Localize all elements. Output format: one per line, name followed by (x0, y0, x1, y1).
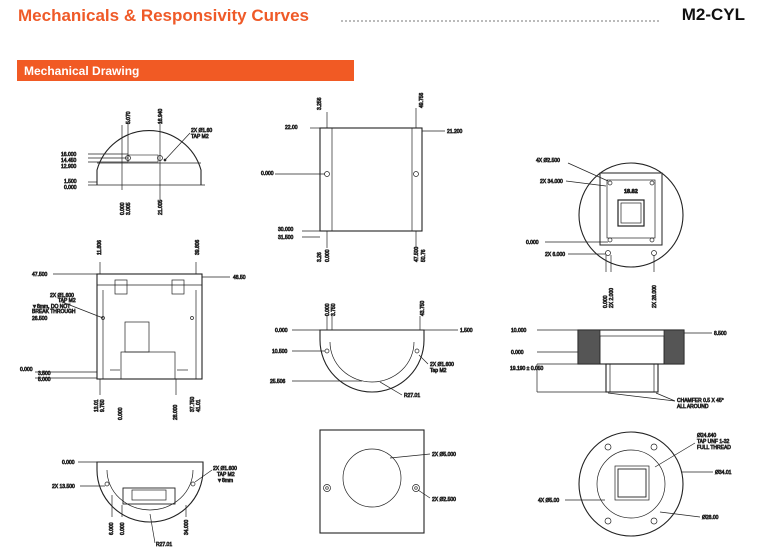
d4-dim-left: 0.000 (20, 367, 33, 373)
d4-note: ▼8mm, DO NOT (32, 304, 70, 310)
d9-label: Ø34.01 (715, 470, 732, 476)
d5-dim-left: 0.000 (275, 328, 288, 334)
d1-dim-left: 1.500 (64, 179, 77, 185)
d7-note: ▼8mm (217, 478, 233, 484)
d7-dim-bottom: 0.000 (120, 522, 126, 535)
d3-label: 0.000 (526, 240, 539, 246)
d7-dim-bottom: 6.000 (109, 522, 115, 535)
d4-note: TAP M2 (58, 298, 76, 304)
d3-label: 4X Ø2.500 (536, 158, 560, 164)
d2-dim-right: 21.200 (447, 129, 463, 135)
page-title: Mechanicals & Responsivity Curves (18, 6, 310, 25)
d3-label: 2X 6.000 (545, 252, 565, 258)
sensor-size-label: 18.82 (624, 189, 638, 195)
title-leader-dots (341, 10, 659, 22)
d4-dim-bottom: 13.01 (94, 399, 100, 412)
d3-dim-bottom: 0.000 (603, 295, 609, 308)
d2-dim-left: 31.500 (278, 235, 294, 241)
d3-dim-bottom: 2X 2.000 (609, 288, 615, 308)
d6-dim-left: 10.000 (511, 328, 527, 334)
d6-chamfer-note: CHAMFER 0.5 X 45° (677, 398, 724, 404)
drawing-mount-section (536, 329, 712, 402)
d9-label: Ø28.00 (702, 515, 719, 521)
d7-dim-left: 2X 13.500 (52, 484, 75, 490)
d1-dim-left: 14.450 (61, 158, 77, 164)
d2-dim-left: 22.00 (285, 125, 298, 131)
d4-dim-top: 39.806 (195, 239, 201, 255)
d4-dim-right: 48.50 (233, 275, 246, 281)
d1-dim-left: 12.900 (61, 164, 77, 170)
d6-dim-left: 19.190 ± 0.050 (510, 366, 544, 372)
d1-dim-left: 16.000 (61, 152, 77, 158)
d9-label: TAP UNF 1-32 (697, 439, 730, 445)
d4-dim-left: 26.500 (32, 316, 48, 322)
d4-dim-bottom: 41.01 (196, 399, 202, 412)
d7-dim-bottom: 34.000 (184, 519, 190, 535)
d7-radius: R27.01 (156, 542, 172, 548)
d4-dim-bottom: 37.750 (190, 396, 196, 412)
d4-dim-bottom: 9.750 (100, 399, 106, 412)
d5-radius: R27.01 (404, 393, 420, 399)
d2-dim-left: 0.000 (261, 171, 274, 177)
drawing-body-top-view (275, 108, 445, 248)
d4-dim-bottom: 0.000 (118, 407, 124, 420)
drawing-half-dome-section (292, 316, 458, 396)
d7-note: TAP M2 (217, 472, 235, 478)
drawing-half-dome-front (88, 120, 205, 200)
d9-label: Ø24.640 (697, 433, 716, 439)
d2-dim-bottom: 50.76 (421, 249, 427, 262)
d9-label: FULL THREAD (697, 445, 731, 451)
d5-dim-left: 10.500 (272, 349, 288, 355)
d1-dim-top: 5.070 (126, 111, 132, 124)
drawing-half-dome-bottom (78, 461, 213, 544)
d1-dim-bottom: 3.005 (126, 202, 132, 215)
d2-dim-top: 3.256 (317, 97, 323, 110)
d4-note: BREAK THROUGH (32, 309, 76, 315)
d6-chamfer-note: ALL AROUND (677, 404, 709, 410)
d3-label: 2X 34.000 (540, 179, 563, 185)
d4-dim-top: 11.806 (97, 240, 103, 255)
d7-dim-left: 0.000 (62, 460, 75, 466)
d2-dim-left: 30.000 (278, 227, 294, 233)
d1-note: TAP M2 (191, 134, 209, 140)
d5-dim-left: 25.506 (270, 379, 286, 385)
d2-dim-bottom: 47.500 (414, 246, 420, 262)
d4-note: 2X Ø1.600 (50, 293, 74, 299)
d5-dim-top: 43.750 (420, 300, 426, 316)
d8-label: 2X Ø5.000 (432, 452, 456, 458)
d5-note: 2X Ø1.600 (430, 362, 454, 368)
section-banner: Mechanical Drawing (17, 60, 354, 81)
d8-label: 2X Ø2.500 (432, 497, 456, 503)
d5-dim-top: 3.750 (331, 303, 337, 316)
d5-dim-top: 0.000 (325, 303, 331, 316)
d5-note: Tap M2 (430, 368, 447, 374)
d1-note: 2X Ø1.60 (191, 128, 212, 134)
d9-label: 4X Ø5.00 (538, 498, 559, 504)
drawing-front-sensor (545, 162, 684, 272)
d6-dim-right: 8.500 (714, 331, 727, 337)
d5-dim-right: 1.500 (460, 328, 473, 334)
section-label: Mechanical Drawing (24, 64, 140, 78)
d2-dim-top: 49.756 (419, 92, 425, 108)
d2-dim-bottom: 3.26 (317, 252, 323, 262)
d4-dim-bottom: 28.000 (173, 404, 179, 420)
d1-dim-bottom: 21.005 (158, 199, 164, 215)
d7-note: 2X Ø1.600 (213, 466, 237, 472)
product-code: M2-CYL (681, 5, 745, 24)
d6-dim-left: 0.000 (511, 350, 524, 356)
d1-dim-left: 0.000 (64, 185, 77, 191)
d4-dim-left: 3.500 (38, 371, 51, 377)
d4-dim-left: 5.000 (38, 377, 51, 383)
drawing-thread-view (565, 431, 713, 537)
d1-dim-top: 18.940 (158, 108, 164, 124)
d2-dim-bottom: 0.000 (325, 249, 331, 262)
drawing-section-side (35, 262, 230, 395)
d4-dim-left: 47.500 (32, 272, 48, 278)
d1-dim-bottom: 0.000 (120, 202, 126, 215)
d3-dim-bottom: 2X 28.000 (652, 285, 658, 308)
drawing-back-view (319, 429, 431, 534)
